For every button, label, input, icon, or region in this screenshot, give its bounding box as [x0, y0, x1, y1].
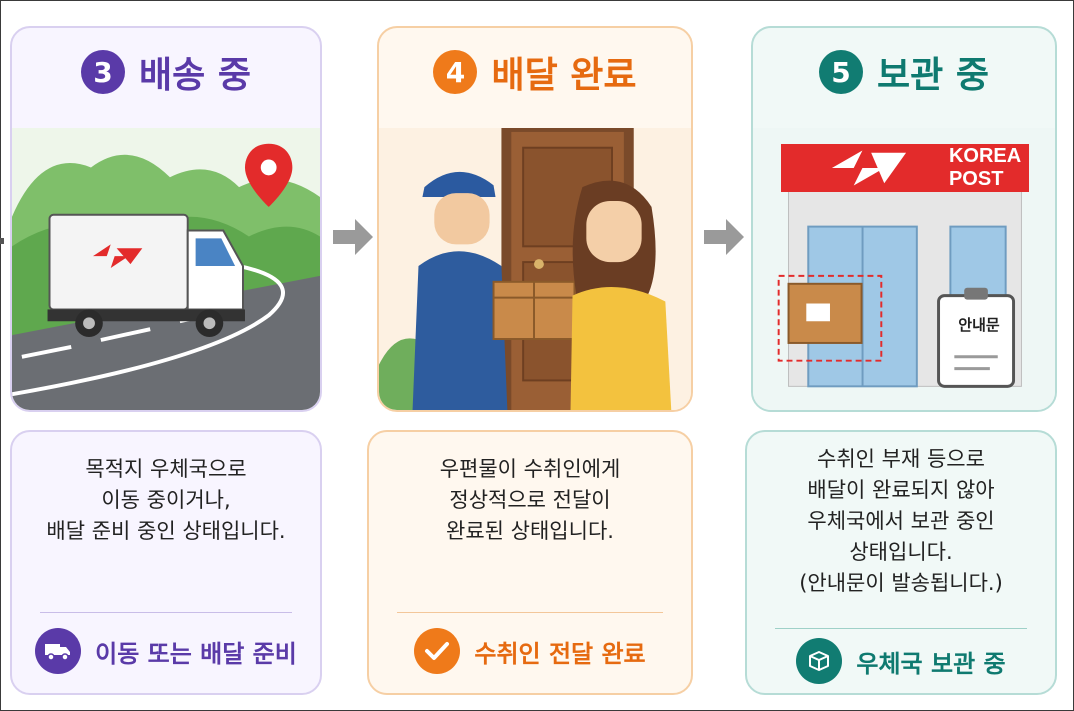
step-5-card: 5 보관 중 KOREA POST 안내문	[751, 26, 1057, 412]
step-5-description-card: 수취인 부재 등으로 배달이 완료되지 않아 우체국에서 보관 중인 상태입니다…	[745, 430, 1057, 695]
arrow-right-icon	[704, 219, 744, 255]
divider	[40, 612, 292, 613]
step-3-description-card: 목적지 우체국으로 이동 중이거나, 배달 준비 중인 상태입니다. 이동 또는…	[10, 430, 322, 695]
step-4-status: 수취인 전달 완료	[369, 628, 691, 674]
arrow-right-icon	[333, 219, 373, 255]
korea-post-sign: KOREA POST	[781, 144, 1029, 192]
box-icon	[796, 638, 843, 684]
step-3-status: 이동 또는 배달 준비	[12, 628, 320, 674]
step-4-description: 우편물이 수취인에게 정상적으로 전달이 완료된 상태입니다.	[439, 457, 621, 543]
step-4-title: 4 배달 완료	[379, 46, 691, 98]
step-5-title: 5 보관 중	[753, 46, 1055, 98]
korea-post-sign-text: KOREA POST	[948, 145, 1021, 190]
step-4-status-label: 수취인 전달 완료	[474, 639, 646, 668]
delivery-illustration	[379, 128, 691, 410]
step-3-description: 목적지 우체국으로 이동 중이거나, 배달 준비 중인 상태입니다.	[46, 457, 286, 543]
step-5-status-label: 우체국 보관 중	[856, 649, 1006, 678]
checkmark-icon	[414, 628, 461, 674]
step-3-card: 3 배송 중	[10, 26, 322, 412]
step-3-number-badge: 3	[81, 50, 126, 94]
step-3-title-text: 배송 중	[139, 55, 251, 96]
step-5-status: 우체국 보관 중	[747, 638, 1055, 684]
korea-post-logo-icon	[831, 150, 907, 186]
truck-illustration	[12, 128, 320, 410]
step-5-number-badge: 5	[819, 50, 864, 94]
step-5-description: 수취인 부재 등으로 배달이 완료되지 않아 우체국에서 보관 중인 상태입니다…	[799, 447, 1003, 595]
step-4-card: 4 배달 완료	[377, 26, 693, 412]
step-3-status-label: 이동 또는 배달 준비	[95, 639, 297, 668]
step-4-description-card: 우편물이 수취인에게 정상적으로 전달이 완료된 상태입니다. 수취인 전달 완…	[367, 430, 693, 695]
step-3-title: 3 배송 중	[12, 46, 320, 98]
step-4-title-text: 배달 완료	[491, 55, 637, 96]
left-edge-mark	[0, 238, 4, 244]
post-office-illustration: KOREA POST 안내문	[753, 128, 1055, 410]
notice-label: 안내문	[958, 316, 1000, 334]
step-5-title-text: 보관 중	[877, 55, 989, 96]
step-4-number-badge: 4	[433, 50, 478, 94]
divider	[397, 612, 663, 613]
divider	[775, 628, 1027, 629]
truck-icon	[35, 628, 82, 674]
